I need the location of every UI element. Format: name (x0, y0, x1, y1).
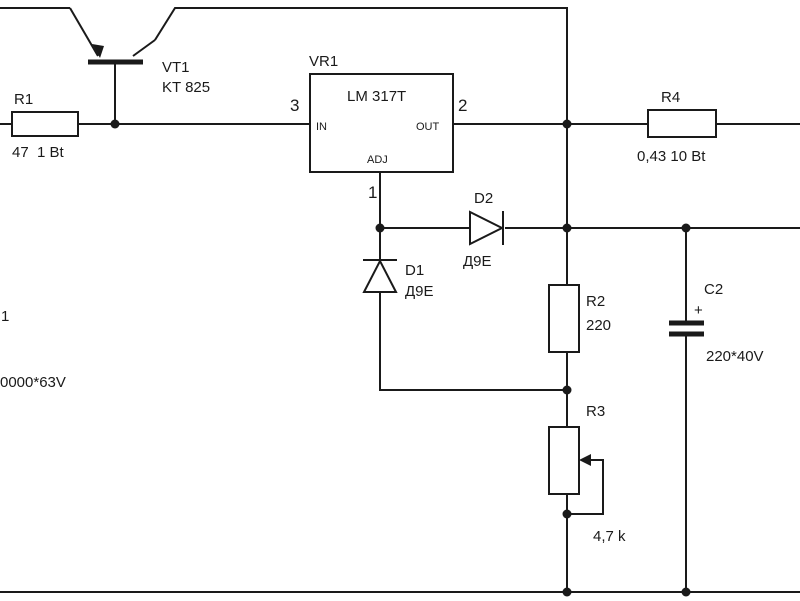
d2-triangle (469, 210, 505, 246)
c1-ref-fragment: 1 (1, 308, 9, 325)
vr1-body (309, 73, 454, 173)
vr1-pin-out-number: 2 (458, 96, 467, 115)
wire-d1-r3 (379, 292, 567, 391)
r4-ref: R4 (661, 89, 680, 106)
regulator-vr1: VR1 LM 317T IN OUT ADJ 3 2 1 (290, 53, 467, 202)
diode-d2: D2 Д9Е (463, 190, 505, 270)
vr1-value: LM 317T (347, 88, 406, 105)
c2-ref: C2 (704, 281, 723, 298)
potentiometer-r3: R3 4,7 k (548, 403, 626, 545)
resistor-r4: R4 0,43 10 Bt (637, 89, 717, 165)
resistor-r2: R2 220 (548, 284, 611, 353)
c2-value: 220*40V (706, 348, 764, 365)
r3-value: 4,7 k (593, 528, 626, 545)
vr1-ref: VR1 (309, 53, 338, 70)
r3-body (548, 426, 580, 495)
capacitor-c2: + C2 220*40V (669, 281, 764, 365)
r4-value: 0,43 10 Bt (637, 148, 706, 165)
d2-ref: D2 (474, 190, 493, 207)
r2-value: 220 (586, 317, 611, 334)
d1-value: Д9Е (405, 283, 434, 300)
r4-body (647, 109, 717, 138)
r1-body (11, 111, 79, 137)
transistor-emitter-lead (69, 7, 99, 57)
d2-value: Д9Е (463, 253, 492, 270)
wire-r3-wiper (567, 459, 604, 515)
junctions (110, 119, 691, 597)
junction-dot (375, 223, 385, 233)
vt1-value: KT 825 (162, 79, 210, 96)
vr1-pin-adj: ADJ (367, 154, 388, 166)
transistor-collector-lead (132, 39, 156, 57)
r1-ref: R1 (14, 91, 33, 108)
transistor-emitter-arrow (92, 44, 104, 58)
r3-ref: R3 (586, 403, 605, 420)
junction-dot (681, 223, 691, 233)
junction-dot (562, 119, 572, 129)
r1-value: 47 1 Bt (12, 144, 65, 161)
vt1-ref: VT1 (162, 59, 190, 76)
junction-dot (562, 509, 572, 519)
junction-dot (562, 587, 572, 597)
vr1-pin-in: IN (316, 121, 327, 133)
transistor-vt1: VT1 KT 825 (69, 7, 210, 96)
c2-polarity-mark: + (694, 302, 703, 319)
d1-ref: D1 (405, 262, 424, 279)
diode-d1: D1 Д9Е (362, 258, 434, 300)
capacitor-c1-labels: 1 0000*63V (0, 308, 66, 391)
vr1-pin-adj-number: 1 (368, 183, 377, 202)
junction-dot (562, 223, 572, 233)
r3-wiper-arrow (579, 454, 591, 466)
r2-body (548, 284, 580, 353)
junction-dot (681, 587, 691, 597)
r2-ref: R2 (586, 293, 605, 310)
c1-value-fragment: 0000*63V (0, 374, 66, 391)
vr1-pin-out: OUT (416, 121, 440, 133)
d1-triangle (362, 258, 398, 293)
resistor-r1: R1 47 1 Bt (11, 91, 79, 161)
vr1-pin-in-number: 3 (290, 96, 299, 115)
junction-dot (110, 119, 120, 129)
junction-dot (562, 385, 572, 395)
